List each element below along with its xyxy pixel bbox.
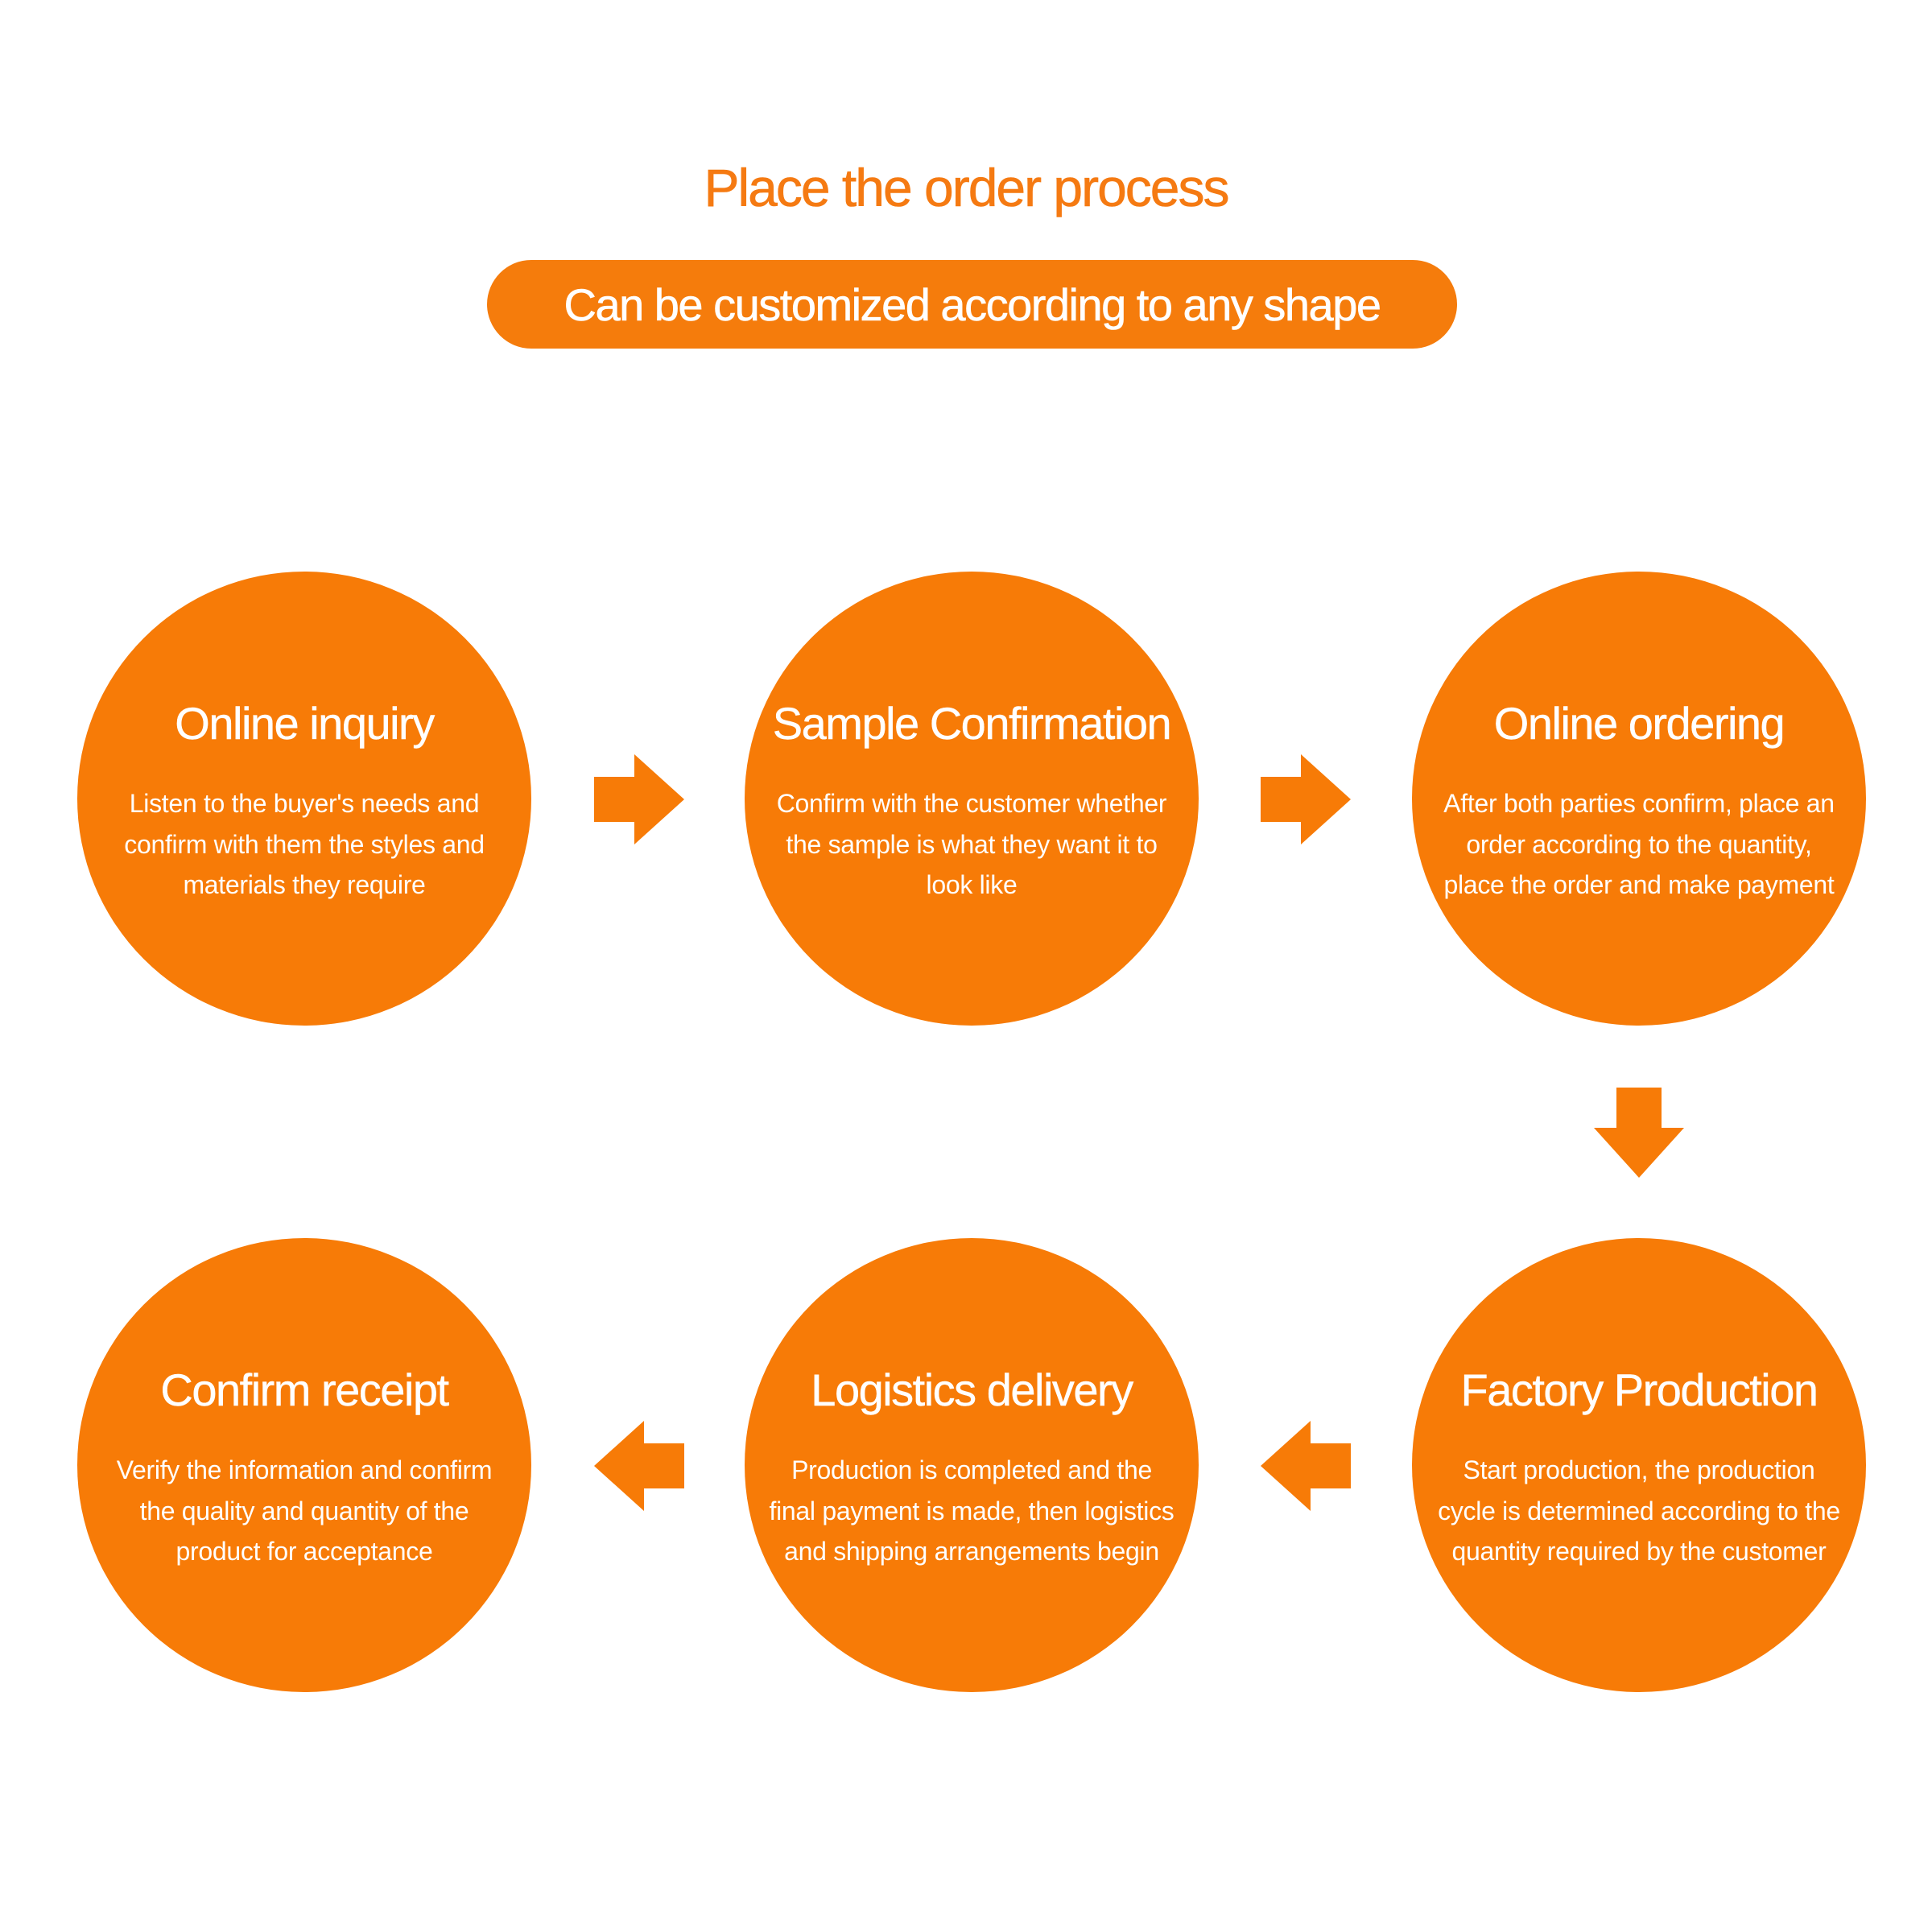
step-description: After both parties confirm, place an ord… [1443,789,1835,899]
subtitle-text: Can be customized according to any shape [564,279,1381,330]
step-description: Listen to the buyer's needs and confirm … [124,789,485,899]
step-logistics-delivery: Logistics delivery Production is complet… [745,1238,1199,1692]
step-online-ordering: Online ordering After both parties confi… [1412,572,1866,1026]
step-title: Sample Confirmation [772,698,1172,749]
step-title: Factory Production [1460,1364,1818,1415]
step-description: Confirm with the customer whether the sa… [776,789,1167,899]
step-title: Online ordering [1493,698,1785,749]
arrow-down-icon [1594,1088,1684,1178]
page-title: Place the order process [704,158,1230,218]
step-title: Confirm receipt [160,1364,449,1415]
step-factory-production: Factory Production Start production, the… [1412,1238,1866,1692]
step-description: Start production, the production cycle i… [1438,1455,1840,1566]
arrow-right-icon [594,754,684,844]
subtitle-banner: Can be customized according to any shape [487,260,1457,349]
step-title: Logistics delivery [811,1364,1133,1415]
step-confirm-receipt: Confirm receipt Verify the information a… [77,1238,531,1692]
arrow-right-icon [1261,754,1351,844]
step-sample-confirmation: Sample Confirmation Confirm with the cus… [745,572,1199,1026]
arrow-left-icon [594,1421,684,1511]
arrow-left-icon [1261,1421,1351,1511]
step-title: Online inquiry [175,698,435,749]
step-description: Verify the information and confirm the q… [116,1455,493,1566]
step-online-inquiry: Online inquiry Listen to the buyer's nee… [77,572,531,1026]
step-description: Production is completed and the final pa… [769,1455,1174,1566]
